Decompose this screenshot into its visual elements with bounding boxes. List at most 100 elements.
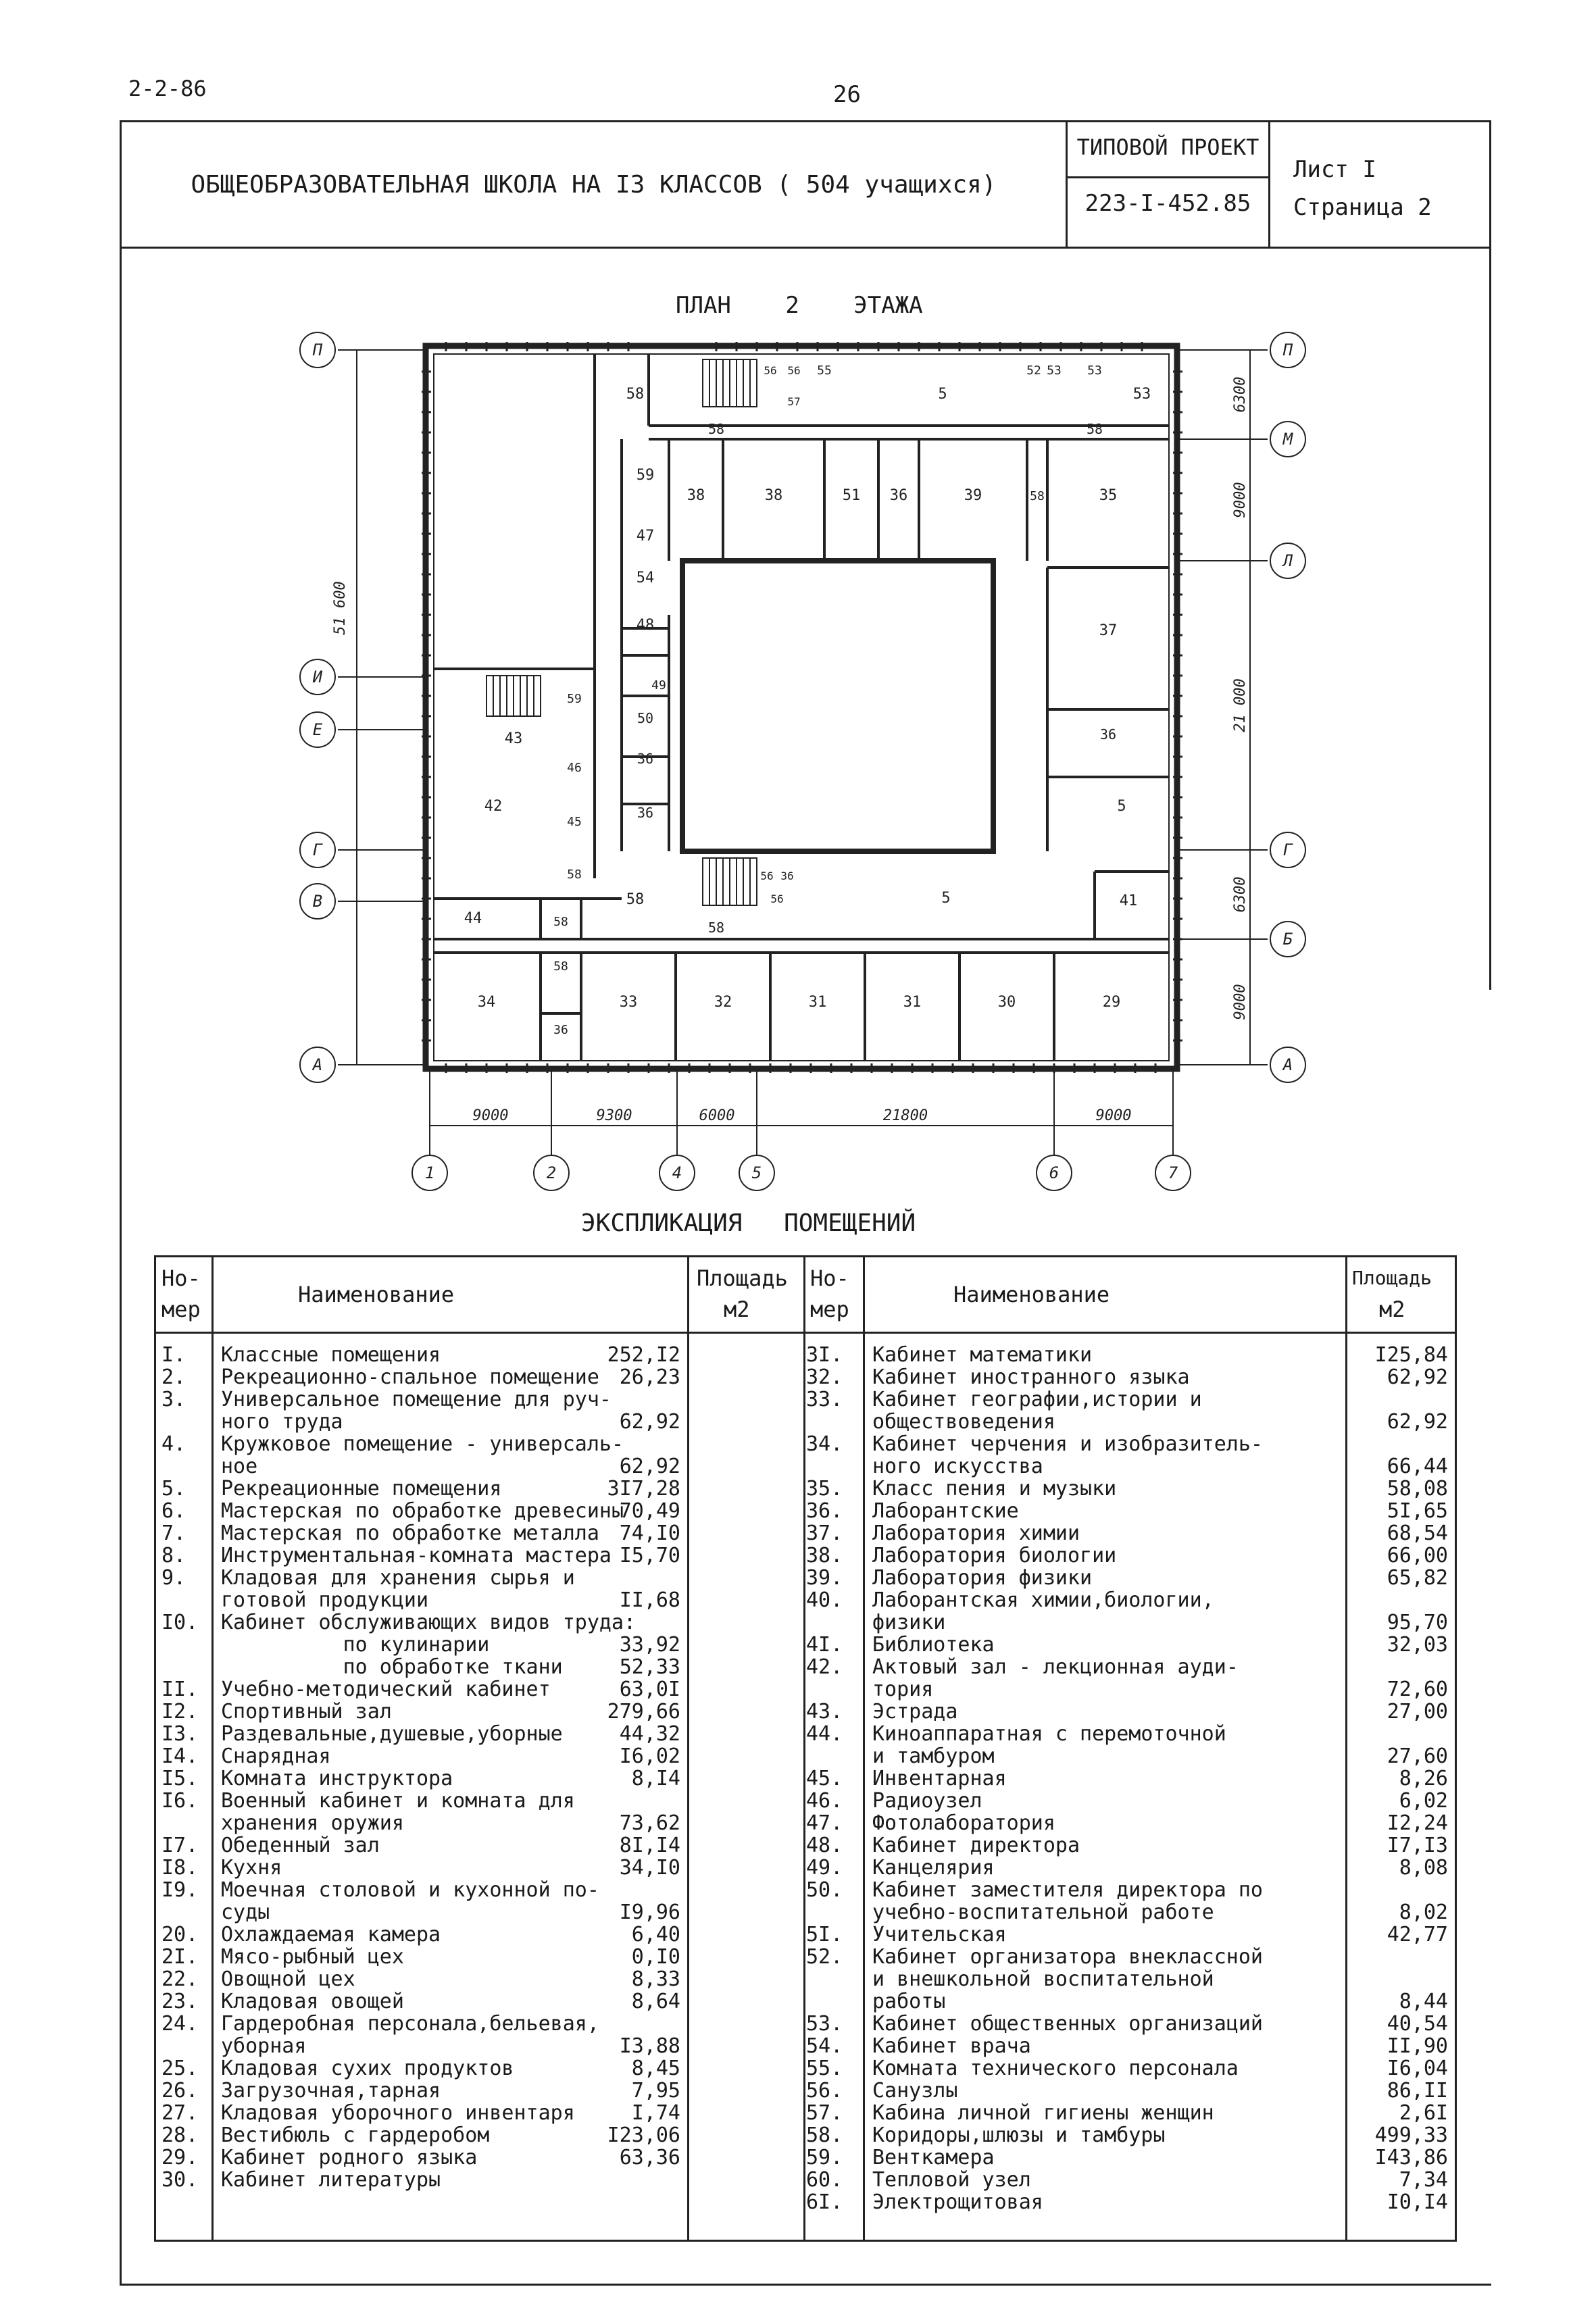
room-label: 5 (938, 386, 947, 403)
room-label: 58 (567, 867, 582, 882)
axis-label: 1 (425, 1163, 434, 1182)
row-name: Охлаждаемая камера (221, 1923, 441, 1946)
row-number: I6. (161, 1789, 199, 1813)
axis-label: 4 (672, 1163, 682, 1182)
row-number: I8. (161, 1856, 199, 1880)
room-label: 42 (484, 798, 503, 815)
row-name: Вестибюль с гардеробом (221, 2123, 490, 2147)
row-number: 2I. (161, 1945, 199, 1969)
row-area: 86,II (1387, 2079, 1448, 2103)
dimension-label: 6300 (1232, 877, 1249, 913)
row-name: Раздевальные,душевые,уборные (221, 1722, 563, 1746)
axis-label: Е (313, 720, 323, 739)
row-name: Классные помещения (221, 1343, 441, 1367)
row-area: 27,60 (1387, 1744, 1448, 1768)
row-name: Кладовая сухих продуктов (221, 2057, 514, 2080)
row-number: 28. (161, 2123, 199, 2147)
row-name: Кабинет общественных организаций (872, 2012, 1263, 2036)
row-name: Кладовая уборочного инвентаря (221, 2101, 575, 2125)
row-area: 62,92 (619, 1410, 680, 1434)
row-name: Мясо-рыбный цех (221, 1945, 404, 1969)
dimension-label: 9000 (1096, 1107, 1132, 1124)
row-name: Комната инструктора (221, 1767, 453, 1790)
row-number: 4I. (806, 1633, 843, 1657)
frame-line-left (120, 247, 122, 2286)
room-label: 56 (787, 364, 800, 377)
row-number: I9. (161, 1878, 199, 1902)
row-area: 70,49 (619, 1499, 680, 1523)
row-area: I6,02 (619, 1744, 680, 1768)
axis-label: М (1282, 430, 1294, 449)
row-area: 8,08 (1399, 1856, 1448, 1880)
row-name: Универсальное помещение для руч- ного тр… (221, 1388, 612, 1434)
room-label: 30 (998, 994, 1016, 1011)
dimension-label: 21 000 (1232, 678, 1249, 732)
row-area: I9,96 (619, 1901, 680, 1924)
page-label: Страница 2 (1293, 194, 1432, 221)
room-label: 55 (817, 363, 832, 378)
dimension-label: 9300 (597, 1107, 632, 1124)
row-name: Моечная столовой и кухонной по- суды (221, 1878, 599, 1924)
row-number: 40. (806, 1588, 843, 1612)
row-number: I4. (161, 1744, 199, 1768)
row-name: Канцелярия (872, 1856, 995, 1880)
row-name: Мастерская по обработке древесины (221, 1499, 624, 1523)
axis-label: Л (1282, 551, 1293, 570)
sheet-number: Лист I (1293, 156, 1376, 183)
room-label: 56 (770, 892, 783, 905)
row-area: 279,66 (607, 1700, 680, 1724)
room-label: 49 (651, 678, 666, 693)
row-area: 7,95 (631, 2079, 680, 2103)
room-label: 46 (567, 761, 582, 775)
divider (1068, 176, 1268, 178)
row-area: 8I,I4 (619, 1834, 680, 1857)
row-area: I25,84 (1374, 1343, 1448, 1367)
row-number: 23. (161, 1990, 199, 2013)
row-number: 60. (806, 2168, 843, 2192)
room-label: 5 (1117, 798, 1126, 815)
row-number: I7. (161, 1834, 199, 1857)
room-label: 47 (637, 528, 655, 545)
row-number: II. (161, 1678, 199, 1701)
axis-label: В (313, 892, 322, 911)
room-label: 31 (809, 994, 827, 1011)
row-number: 26. (161, 2079, 199, 2103)
axis-labels: П И Е Г В А П М Л Г Б А 1 2 4 5 6 7 (311, 341, 1294, 1182)
row-name: Спортивный зал (221, 1700, 392, 1724)
room-label: 38 (765, 487, 783, 504)
col-header-name: Наименование (953, 1282, 1110, 1307)
row-name: Кабинет организатора внеклассной и внешк… (872, 1945, 1263, 2013)
axis-label: 6 (1049, 1163, 1059, 1182)
row-name: Кабинет иностранного языка (872, 1365, 1190, 1389)
row-area: 6,40 (631, 1923, 680, 1946)
dimension-label: 21800 (883, 1107, 928, 1124)
room-label: 38 (687, 487, 705, 504)
row-number: 53. (806, 2012, 843, 2036)
room-label: 58 (1087, 421, 1103, 437)
column-rule (803, 1257, 805, 2240)
row-name: Лаборантские (872, 1499, 1019, 1523)
row-number: 38. (806, 1544, 843, 1567)
row-name: Гардеробная персонала,бельевая, уборная (221, 2012, 599, 2058)
row-name: Кабинет врача (872, 2034, 1031, 2058)
row-area: 62,92 (1387, 1365, 1448, 1389)
room-label: 31 (903, 994, 922, 1011)
axis-label: 5 (752, 1163, 762, 1182)
room-label: 5 (941, 890, 950, 907)
row-number: 42. (806, 1655, 843, 1679)
row-number: 6I. (806, 2190, 843, 2214)
row-area: II,90 (1387, 2034, 1448, 2058)
room-label: 57 (787, 395, 800, 408)
plan-title: ПЛАН 2 ЭТАЖА (676, 292, 923, 319)
row-name: Кабинет заместителя директора по учебно-… (872, 1878, 1263, 1924)
row-number: 50. (806, 1878, 843, 1902)
room-label: 58 (553, 915, 568, 929)
room-label: 58 (708, 920, 724, 936)
column-rule (863, 1257, 865, 2240)
row-area: 499,33 (1374, 2123, 1448, 2147)
row-area: 34,I0 (619, 1856, 680, 1880)
dimension-label: 6000 (699, 1107, 735, 1124)
col-header-area: м2 (1379, 1297, 1405, 1322)
row-area: 66,00 (1387, 1544, 1448, 1567)
row-number: 25. (161, 2057, 199, 2080)
